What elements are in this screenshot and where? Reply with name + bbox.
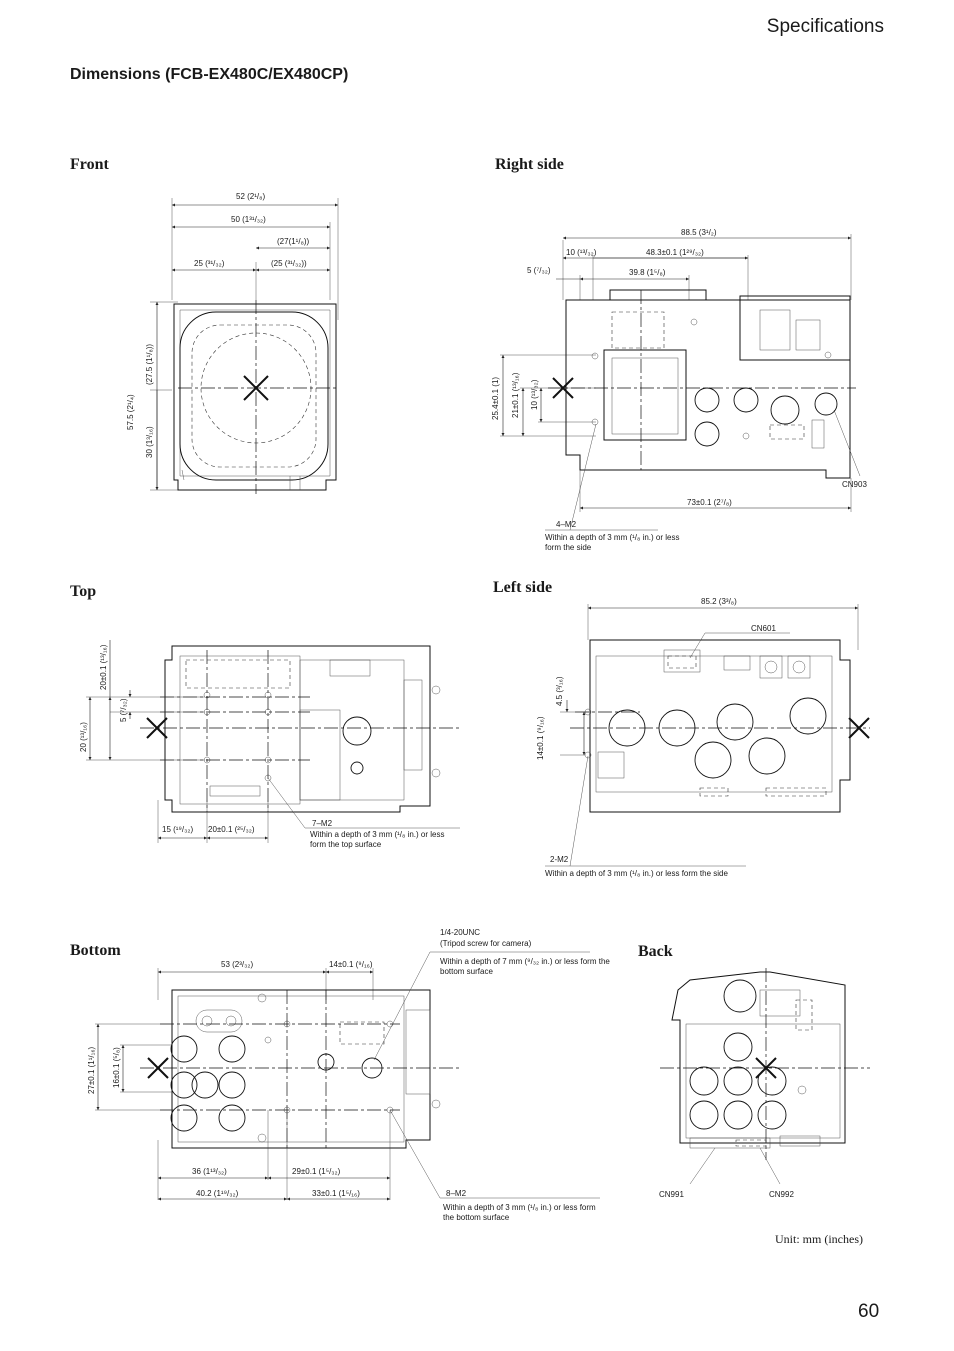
front-dim-width-25: 25 (³¹/₃₂) [194, 259, 225, 268]
front-view-drawing: 52 (2¹/₈) 50 (1³¹/₃₂) (27(1¹/₈)) 25 (³¹/… [126, 192, 339, 494]
right-dim-width-39: 39.8 (1⁵/₈) [629, 268, 666, 277]
right-screw-label: 4–M2 [556, 520, 577, 529]
right-dim-height-25: 25.4±0.1 (1) [491, 377, 500, 420]
top-view-drawing: 20±0.1 (¹³/₁₆) 5 (⁷/₃₂) 20 (¹³/₁₆) 15 (¹… [79, 640, 460, 849]
left-cn601-label: CN601 [751, 624, 776, 633]
front-dim-width-52: 52 (2¹/₈) [236, 192, 265, 201]
back-view-drawing: CN991 CN992 [659, 968, 870, 1199]
left-screw-label: 2-M2 [550, 855, 569, 864]
left-dim-height-14: 14±0.1 (⁹/₁₆) [536, 716, 545, 760]
page-title: Dimensions (FCB-EX480C/EX480CP) [70, 66, 349, 83]
top-dim-height-5: 5 (⁷/₃₂) [119, 698, 128, 722]
bottom-dim-width-33: 33±0.1 (1⁵/₁₆) [312, 1189, 360, 1198]
left-side-view-label: Left side [493, 579, 553, 596]
bottom-view-label: Bottom [70, 942, 121, 959]
section-header: Specifications [766, 16, 884, 37]
top-dim-width-20: 20±0.1 (²⁵/₃₂) [208, 825, 255, 834]
unit-note: Unit: mm (inches) [775, 1232, 863, 1246]
right-screw-note: Within a depth of 3 mm (¹/₈ in.) or less… [545, 533, 680, 552]
front-dim-height-27: (27.5 (1¹/₈)) [145, 344, 154, 385]
bottom-dim-width-29: 29±0.1 (1⁵/₃₂) [292, 1167, 341, 1176]
top-dim-height-20-tol: 20±0.1 (¹³/₁₆) [99, 644, 108, 690]
bottom-dim-height-27: 27±0.1 (1¹/₁₆) [87, 1046, 96, 1094]
bottom-dim-width-40: 40.2 (1¹⁹/₃₂) [196, 1189, 239, 1198]
top-dim-width-15: 15 (¹⁹/₃₂) [162, 825, 193, 834]
front-dim-width-27: (27(1¹/₈)) [277, 237, 310, 246]
right-dim-width-73: 73±0.1 (2⁷/₈) [687, 498, 732, 507]
back-view-label: Back [638, 943, 673, 960]
front-dim-height-30: 30 (1³/₁₆) [145, 426, 154, 458]
front-dim-height-57: 57.5 (2¹/₄) [126, 394, 135, 430]
top-screw-label: 7–M2 [312, 819, 333, 828]
left-dim-height-4: 4.5 (³/₁₆) [555, 676, 564, 706]
page-number: 60 [858, 1301, 880, 1322]
back-cn991-label: CN991 [659, 1190, 684, 1199]
right-dim-width-48: 48.3±0.1 (1²⁹/₃₂) [646, 248, 704, 257]
bottom-tripod-label: 1/4-20UNC [440, 928, 480, 937]
bottom-tripod-note: Within a depth of 7 mm (⁹/₃₂ in.) or les… [440, 957, 610, 976]
left-dim-width-85: 85.2 (3³/₈) [701, 597, 737, 606]
right-dim-height-21: 21±0.1 (¹³/₁₆) [511, 372, 520, 418]
front-dim-width-25-paren: (25 (³¹/₃₂)) [271, 259, 307, 268]
bottom-tripod-sublabel: (Tripod screw for camera) [440, 939, 532, 948]
right-dim-width-10: 10 (¹³/₃₂) [566, 248, 597, 257]
bottom-dim-width-36: 36 (1¹³/₃₂) [192, 1167, 227, 1176]
right-side-view-drawing: 88.5 (3¹/₂) 10 (¹³/₃₂) 48.3±0.1 (1²⁹/₃₂)… [491, 228, 867, 552]
top-view-label: Top [70, 583, 97, 600]
right-dim-width-88: 88.5 (3¹/₂) [681, 228, 717, 237]
back-cn992-label: CN992 [769, 1190, 794, 1199]
right-side-view-label: Right side [495, 156, 564, 173]
right-dim-width-5: 5 (⁷/₃₂) [527, 266, 551, 275]
front-dim-width-50: 50 (1³¹/₃₂) [231, 215, 266, 224]
top-dim-height-20: 20 (¹³/₁₆) [79, 722, 88, 752]
front-view-label: Front [70, 156, 109, 173]
left-side-view-drawing: 85.2 (3³/₈) 4.5 (³/₁₆) 14±0.1 (⁹/₁₆) [536, 597, 870, 878]
left-screw-note: Within a depth of 3 mm (¹/₈ in.) or less… [545, 869, 728, 878]
right-dim-height-10: 10 (¹³/₃₂) [530, 379, 539, 410]
bottom-screw-label: 8–M2 [446, 1189, 467, 1198]
bottom-dim-width-53: 53 (2³/₃₂) [221, 960, 253, 969]
top-screw-note: Within a depth of 3 mm (¹/₈ in.) or less… [310, 830, 445, 849]
bottom-dim-height-16: 16±0.1 (⁵/₈) [112, 1047, 121, 1088]
bottom-view-drawing: 53 (2³/₃₂) 14±0.1 (⁹/₁₆) [87, 928, 610, 1222]
right-cn903-label: CN903 [842, 480, 867, 489]
bottom-dim-width-14: 14±0.1 (⁹/₁₆) [329, 960, 373, 969]
bottom-screw-note: Within a depth of 3 mm (¹/₈ in.) or less… [443, 1203, 596, 1222]
